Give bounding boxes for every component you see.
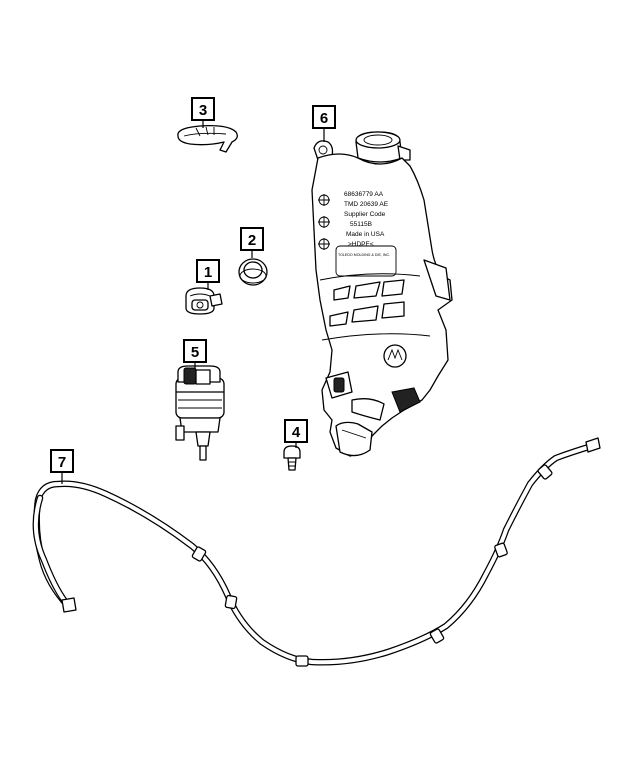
callout-2: 2: [240, 227, 264, 251]
part-3-filler-ring: [177, 124, 238, 153]
callout-5: 5: [183, 339, 207, 363]
tank-label: 68636779 AA TMD 20639 AE Supplier Code 5…: [338, 191, 390, 257]
tank-label-line-6: >HDPE<: [348, 241, 374, 248]
callout-3: 3: [191, 97, 215, 121]
part-2-grommet: [238, 258, 268, 286]
callout-1-label: 1: [204, 264, 212, 281]
tank-label-line-7: TOLEDO MOLDING & DIE, INC.: [338, 253, 390, 257]
callout-6-label: 6: [320, 110, 328, 127]
callout-7-label: 7: [58, 454, 66, 471]
callout-3-label: 3: [199, 102, 207, 119]
tank-label-line-5: Made in USA: [346, 231, 385, 238]
tank-label-line-2: TMD 20639 AE: [344, 201, 389, 208]
callout-4-label: 4: [292, 424, 301, 441]
tank-label-line-4: 55115B: [350, 221, 372, 228]
callout-1: 1: [196, 259, 220, 283]
part-5-washer-pump: [175, 365, 225, 461]
callout-5-label: 5: [191, 344, 199, 361]
part-7-washer-hose: [32, 437, 601, 667]
part-1-level-sensor: [185, 287, 223, 315]
callout-2-label: 2: [248, 232, 256, 249]
callout-7: 7: [50, 449, 74, 473]
callout-4: 4: [284, 419, 308, 443]
part-6-reservoir-tank: 68636779 AA TMD 20639 AE Supplier Code 5…: [311, 131, 453, 457]
callout-6: 6: [312, 105, 336, 129]
part-4-fitting: [283, 445, 301, 471]
tank-label-line-1: 68636779 AA: [344, 191, 384, 198]
tank-label-line-3: Supplier Code: [344, 211, 386, 218]
